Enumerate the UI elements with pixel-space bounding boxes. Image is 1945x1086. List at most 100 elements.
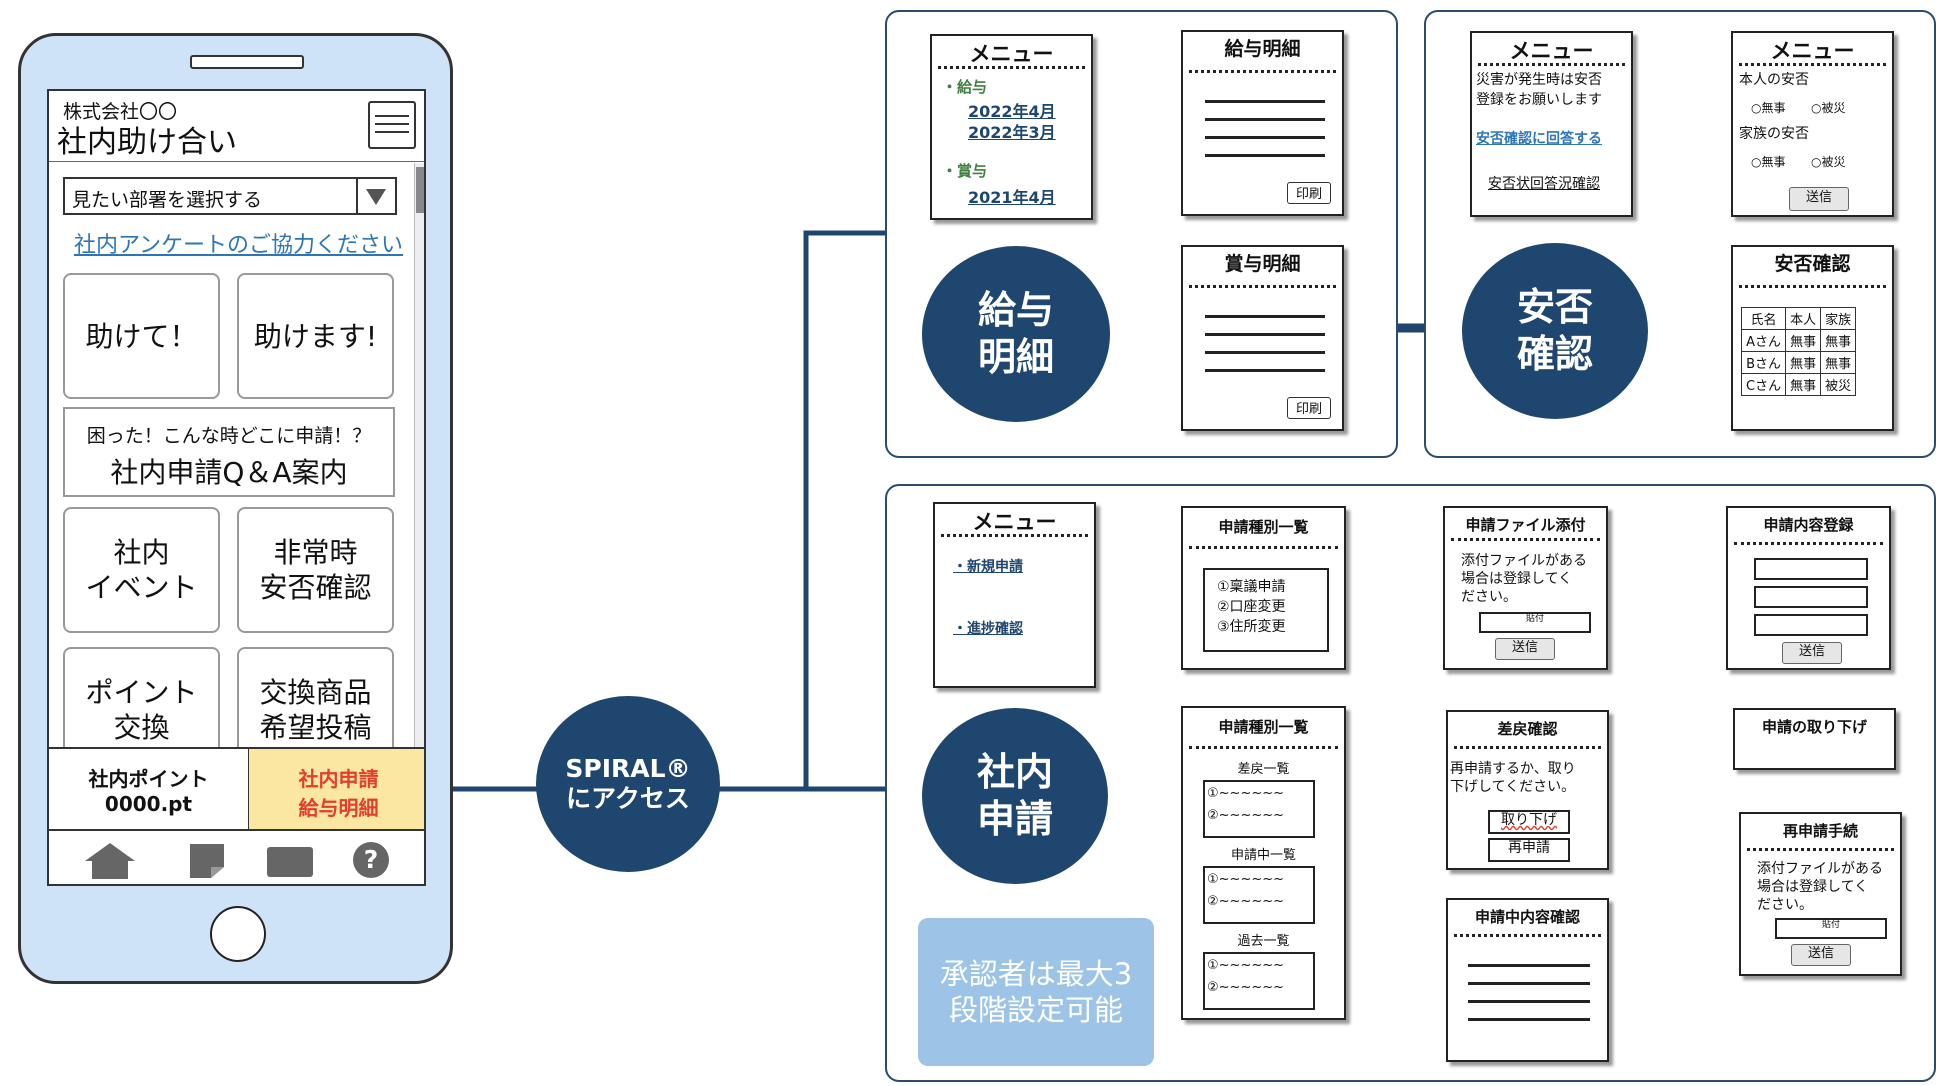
table-row: Aさん 無事 無事 xyxy=(1740,329,1857,352)
document-icon[interactable] xyxy=(187,841,227,881)
approver-note-2: 段階設定可能 xyxy=(948,993,1123,1027)
menu-2022-04-link[interactable]: 2022年4月 xyxy=(968,102,1056,121)
safety-check-button[interactable]: 非常時安否確認 xyxy=(237,507,394,633)
department-select-label: 見たい部署を選択する xyxy=(72,189,263,211)
text-line xyxy=(1468,1000,1590,1003)
goods-request-label-1: 交換商品 xyxy=(259,676,372,709)
safety-send-button[interactable]: 送信 xyxy=(1789,187,1849,211)
type-option-2[interactable]: ②口座変更 xyxy=(1217,599,1286,615)
safety-circle-label-1: 安否 xyxy=(1516,284,1593,329)
safety-status-link[interactable]: 安否状回答況確認 xyxy=(1488,176,1600,192)
reapply-button[interactable]: 再申請 xyxy=(1488,838,1570,862)
menu-2021-04-link[interactable]: 2021年4月 xyxy=(968,188,1056,207)
file-attach-title: 申請ファイル添付 xyxy=(1465,516,1586,534)
salary-circle-label-2: 明細 xyxy=(977,335,1054,379)
points-panel[interactable]: 社内ポイント 0000.pt xyxy=(49,747,249,829)
print-button[interactable]: 印刷 xyxy=(1287,182,1331,204)
family-safe-radio[interactable]: ○無事 xyxy=(1751,155,1786,169)
reapply-send-button[interactable]: 送信 xyxy=(1791,944,1851,966)
table-header-row: 氏名 本人 家族 xyxy=(1740,307,1857,330)
safety-menu-screen: メニュー 災害が発生時は安否 登録をお願いします 安否確認に回答する 安否状回答… xyxy=(1470,31,1633,217)
reapply-title: 再申請手続 xyxy=(1782,822,1858,840)
dotted-divider xyxy=(1451,538,1600,541)
list-item[interactable]: ②~~~~~~ xyxy=(1207,894,1285,909)
self-safety-label: 本人の安否 xyxy=(1739,72,1809,88)
can-help-label: 助けます! xyxy=(253,319,378,353)
list-item[interactable]: ①~~~~~~ xyxy=(1207,872,1285,887)
spiral-access-node: SPIRAL®にアクセス xyxy=(536,696,720,872)
new-application-link[interactable]: ・新規申請 xyxy=(953,559,1023,575)
content-input-1[interactable] xyxy=(1754,558,1868,580)
attach-msg-1: 添付ファイルがある xyxy=(1461,553,1587,569)
in-progress-detail-title: 申請中内容確認 xyxy=(1474,908,1580,926)
apply-salary-panel[interactable]: 社内申請 給与明細 xyxy=(249,747,424,829)
goods-request-label-2: 希望投稿 xyxy=(259,711,372,744)
scrollbar-thumb[interactable] xyxy=(416,167,424,213)
table-cell: Bさん xyxy=(1740,351,1787,374)
safety-table-title: 安否確認 xyxy=(1774,253,1851,275)
progress-check-link[interactable]: ・進捗確認 xyxy=(953,621,1023,637)
safety-menu-title: メニュー xyxy=(1509,39,1594,63)
safety-table-screen: 安否確認 氏名 本人 家族 Aさん 無事 無事 Bさん 無事 無事 Cさん 無事… xyxy=(1731,245,1894,431)
list-item[interactable]: ②~~~~~~ xyxy=(1207,980,1285,995)
self-safe-radio[interactable]: ○無事 xyxy=(1751,101,1786,115)
past-list: ①~~~~~~ ②~~~~~~ xyxy=(1203,952,1315,1010)
content-input-2[interactable] xyxy=(1754,586,1868,608)
chevron-down-icon xyxy=(366,189,386,205)
trunk-to-salary-line xyxy=(803,230,888,789)
dropdown-button[interactable] xyxy=(356,179,395,213)
list-item[interactable]: ①~~~~~~ xyxy=(1207,958,1285,973)
list-item[interactable]: ①~~~~~~ xyxy=(1207,786,1285,801)
apply-label: 社内申請 xyxy=(298,767,379,791)
hamburger-menu-icon[interactable] xyxy=(368,101,416,149)
phone-home-button[interactable] xyxy=(210,906,266,962)
apply-circle-label-2: 申請 xyxy=(976,797,1053,841)
event-label-2: イベント xyxy=(85,571,198,604)
point-exchange-label-1: ポイント xyxy=(85,676,198,709)
type-option-1[interactable]: ①稟議申請 xyxy=(1217,579,1286,595)
can-help-button[interactable]: 助けます! xyxy=(237,273,394,399)
withdraw-button[interactable]: 取り下げ xyxy=(1488,810,1570,834)
apply-menu-title: メニュー xyxy=(972,510,1057,534)
header-divider xyxy=(49,161,424,162)
text-line xyxy=(1205,315,1325,318)
text-line xyxy=(1205,154,1325,157)
header-self: 本人 xyxy=(1785,307,1822,330)
attach-send-button[interactable]: 送信 xyxy=(1495,638,1555,660)
content-register-title: 申請内容登録 xyxy=(1763,516,1854,534)
attach-file-input[interactable]: 貼付 xyxy=(1479,612,1591,633)
salary-circle: 給与明細 xyxy=(922,246,1110,422)
qa-guide-button[interactable]: 困った！こんな時どこに申請！？ 社内申請Q＆A案内 xyxy=(63,407,395,497)
help-icon[interactable]: ? xyxy=(353,842,389,878)
help-me-button[interactable]: 助けて！ xyxy=(63,273,220,399)
survey-link[interactable]: 社内アンケートのご協力ください xyxy=(73,233,404,258)
phone-screen: 株式会社〇〇 社内助け合い 見たい部署を選択する 社内アンケートのご協力ください… xyxy=(47,89,426,886)
payslip-screen: 給与明細 印刷 xyxy=(1181,30,1344,216)
home-icon[interactable] xyxy=(83,841,137,881)
department-select[interactable]: 見たい部署を選択する xyxy=(63,177,397,215)
self-damaged-radio[interactable]: ○被災 xyxy=(1811,101,1846,115)
dotted-divider xyxy=(1189,70,1336,73)
type-option-3[interactable]: ③住所変更 xyxy=(1217,619,1286,635)
mail-icon[interactable] xyxy=(265,843,315,879)
returned-list-label: 差戻一覧 xyxy=(1237,762,1290,777)
menu-salary-label: ・給与 xyxy=(942,78,988,96)
text-line xyxy=(1468,982,1590,985)
register-send-button[interactable]: 送信 xyxy=(1782,642,1842,664)
safety-answer-link[interactable]: 安否確認に回答する xyxy=(1476,131,1602,147)
family-safety-label: 家族の安否 xyxy=(1739,126,1809,142)
menu-2022-03-link[interactable]: 2022年3月 xyxy=(968,123,1056,142)
table-cell: 被災 xyxy=(1820,373,1857,396)
list-item[interactable]: ②~~~~~~ xyxy=(1207,808,1285,823)
content-input-3[interactable] xyxy=(1754,614,1868,636)
phone-speaker xyxy=(190,55,304,69)
print-button[interactable]: 印刷 xyxy=(1287,397,1331,419)
menu-bonus-label: ・賞与 xyxy=(942,162,988,180)
apply-status-list-title: 申請種別一覧 xyxy=(1218,718,1309,736)
reapply-file-input[interactable]: 貼付 xyxy=(1775,918,1887,939)
event-button[interactable]: 社内イベント xyxy=(63,507,220,633)
family-damaged-radio[interactable]: ○被災 xyxy=(1811,155,1846,169)
screen-scrollbar[interactable] xyxy=(414,163,424,748)
reapply-msg-3: ださい。 xyxy=(1757,897,1813,913)
